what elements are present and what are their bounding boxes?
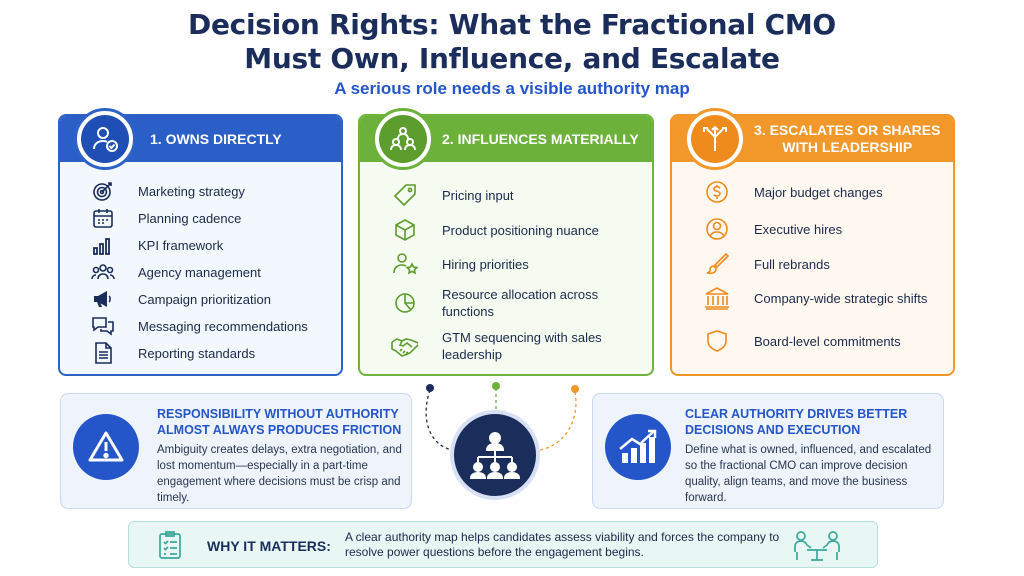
list-item: Product positioning nuance: [390, 217, 652, 243]
list-item: Major budget changes: [702, 179, 953, 205]
connector-dot-orange: [571, 385, 579, 393]
growth-chart-icon: [605, 414, 671, 480]
title-line-1: Decision Rights: What the Fractional CMO: [188, 8, 836, 41]
influences-materially-title: 2. INFLUENCES MATERIALLY: [442, 130, 639, 147]
why-it-matters-banner: WHY IT MATTERS: A clear authority map he…: [128, 521, 878, 568]
friction-body: Ambiguity creates delays, extra negotiat…: [157, 444, 402, 504]
meeting-icon: [791, 528, 843, 567]
target-icon: [88, 178, 118, 204]
authority-body: Define what is owned, influenced, and es…: [685, 444, 932, 504]
list-item: KPI framework: [88, 232, 341, 258]
list-item: Messaging recommendations: [88, 313, 341, 339]
checklist-icon: [157, 530, 183, 565]
person-circle-icon: [702, 216, 732, 242]
page-title: Decision Rights: What the Fractional CMO…: [0, 8, 1024, 76]
list-item: Reporting standards: [88, 340, 341, 366]
title-line-2: Must Own, Influence, and Escalate: [244, 42, 780, 75]
list-item: Planning cadence: [88, 205, 341, 231]
escalates-badge: [684, 108, 746, 170]
authority-title: CLEAR AUTHORITY DRIVES BETTER DECISIONS …: [685, 407, 908, 437]
escalates-title: 3. ESCALATES OR SHARES WITH LEADERSHIP: [754, 122, 941, 155]
owns-directly-panel: 1. OWNS DIRECTLY Marketing strategy Plan…: [58, 108, 343, 376]
warning-icon: [73, 414, 139, 480]
megaphone-icon: [88, 286, 118, 312]
list-item: Resource allocation across functions: [390, 286, 652, 320]
authority-callout: CLEAR AUTHORITY DRIVES BETTER DECISIONS …: [592, 393, 944, 509]
list-item: Pricing input: [390, 182, 652, 208]
chat-bubbles-icon: [88, 313, 118, 339]
calendar-icon: [88, 205, 118, 231]
why-text: A clear authority map helps candidates a…: [345, 530, 780, 559]
list-item: Marketing strategy: [88, 178, 341, 204]
org-chart-icon: [450, 410, 540, 500]
escalates-panel: 3. ESCALATES OR SHARES WITH LEADERSHIP M…: [670, 108, 955, 376]
price-tag-icon: [390, 182, 420, 208]
building-icon: [702, 285, 732, 311]
dollar-icon: [702, 179, 732, 205]
page-subtitle: A serious role needs a visible authority…: [334, 79, 690, 98]
owns-directly-title: 1. OWNS DIRECTLY: [150, 130, 282, 147]
list-item: Hiring priorities: [390, 251, 652, 277]
list-item: Full rebrands: [702, 251, 953, 277]
list-item: GTM sequencing with sales leadership: [390, 329, 652, 363]
bar-chart-icon: [88, 232, 118, 258]
friction-title: RESPONSIBILITY WITHOUT AUTHORITY ALMOST …: [157, 407, 402, 437]
handshake-icon: [390, 333, 420, 359]
paintbrush-icon: [702, 251, 732, 277]
influences-badge: [372, 108, 434, 170]
team-icon: [379, 115, 427, 163]
person-check-icon: [81, 115, 129, 163]
box-icon: [390, 217, 420, 243]
list-item: Campaign prioritization: [88, 286, 341, 312]
connector-dot-green: [492, 382, 500, 390]
influences-materially-panel: 2. INFLUENCES MATERIALLY Pricing input P…: [358, 108, 654, 376]
list-item: Company-wide strategic shifts: [702, 285, 953, 311]
owns-badge: [74, 108, 136, 170]
shield-icon: [702, 328, 732, 354]
person-star-icon: [390, 251, 420, 277]
friction-callout: RESPONSIBILITY WITHOUT AUTHORITY ALMOST …: [60, 393, 412, 509]
list-item: Executive hires: [702, 216, 953, 242]
list-item: Agency management: [88, 259, 341, 285]
branching-arrows-icon: [691, 115, 739, 163]
list-item: Board-level commitments: [702, 328, 953, 354]
document-icon: [88, 340, 118, 366]
pie-chart-icon: [390, 290, 420, 316]
group-icon: [88, 259, 118, 285]
connector-dot-navy: [426, 384, 434, 392]
why-label: WHY IT MATTERS:: [207, 538, 331, 554]
